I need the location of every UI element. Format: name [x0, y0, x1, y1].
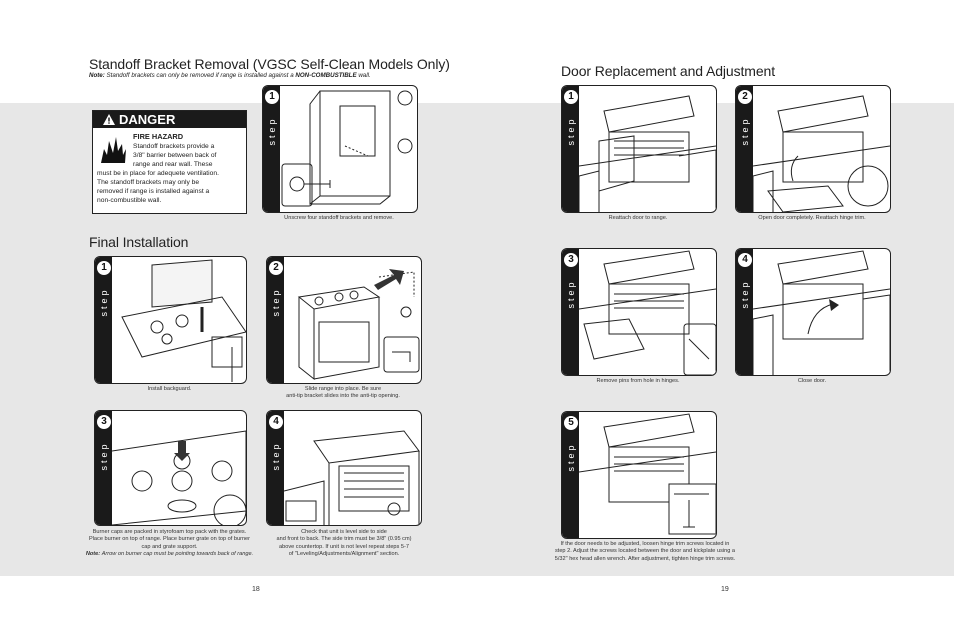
final-step-4-caption: Check that unit is level side to side an… [262, 529, 426, 559]
page-number-left: 18 [252, 586, 260, 593]
caption-line: anti-tip bracket slides into the anti-ti… [286, 393, 400, 400]
standoff-step-1-panel: 1 step [262, 85, 418, 213]
step-number: 2 [738, 90, 752, 104]
level-check-illustration [284, 430, 420, 525]
step-label: step [740, 279, 750, 309]
caption-line: above countertop. If unit is not level r… [279, 543, 409, 550]
caption-note-label: Note: [85, 551, 101, 558]
door-step-1-panel: 1 step [561, 85, 717, 213]
step-label: step [566, 279, 576, 309]
reattach-door-illustration [579, 95, 716, 212]
note-bold: NON-COMBUSTIBLE [295, 72, 357, 79]
danger-fire-hazard: FIRE HAZARD [133, 132, 184, 141]
note-label: Note: [89, 72, 105, 79]
step-label: step [566, 442, 576, 472]
step-label: step [271, 287, 281, 317]
note-text: Standoff brackets can only be removed if… [106, 72, 294, 79]
step-number: 1 [564, 90, 578, 104]
caption-line: If the door needs to be adjusted, loosen… [560, 541, 730, 547]
danger-line: 3/8" barrier between back of [133, 152, 217, 159]
step-number: 5 [564, 416, 578, 430]
step-label: step [267, 116, 277, 146]
step-label: step [271, 441, 281, 471]
step-label: step [740, 116, 750, 146]
step-number: 1 [265, 90, 279, 104]
caption-line: 5/32" hex head allen wrench. After adjus… [554, 555, 736, 562]
warning-triangle-icon [103, 114, 115, 125]
step-number: 1 [97, 261, 111, 275]
close-door-illustration [753, 250, 890, 375]
danger-box: DANGER FIRE HAZARD Standoff brackets pro… [92, 110, 247, 214]
caption-line: of "Leveling/Adjustments/Alignment" sect… [288, 551, 400, 558]
fire-hazard-icon [101, 137, 126, 163]
note-end: wall. [358, 72, 371, 79]
page-number-right: 19 [721, 586, 729, 593]
slide-range-illustration [297, 269, 420, 381]
step-number: 3 [97, 415, 111, 429]
danger-line: non-combustible wall. [97, 197, 162, 204]
backguard-illustration [121, 259, 246, 382]
step-number: 4 [269, 415, 283, 429]
final-step-1-caption: Install backguard. [147, 386, 192, 392]
final-step-2-panel: 2 step [266, 256, 422, 384]
final-step-3-panel: 3 step [94, 410, 247, 526]
step-number: 2 [269, 261, 283, 275]
danger-line: Standoff brackets provide a [133, 143, 215, 150]
danger-heading: DANGER [93, 111, 246, 128]
caption-line: Burner caps are packed in styrofoam top … [92, 529, 247, 535]
caption-line: Check that unit is level side to side [301, 529, 387, 535]
step-label: step [99, 287, 109, 317]
adjust-door-illustration [579, 413, 716, 535]
caption-line: and front to back. The side trim must be… [276, 536, 412, 543]
door-step-5-caption: If the door needs to be adjusted, loosen… [540, 541, 750, 563]
final-step-1-panel: 1 step [94, 256, 247, 384]
burner-cap-illustration [112, 430, 246, 525]
danger-line: The standoff brackets may only be [97, 179, 200, 186]
door-step-3-caption: Remove pins from hole in hinges. [596, 378, 680, 384]
final-step-3-caption: Burner caps are packed in styrofoam top … [72, 529, 267, 559]
caption-line: step 2. Adjust the screws located betwee… [554, 548, 736, 555]
door-step-5-panel: 5 step [561, 411, 717, 539]
caption-line: Place burner on top of range. Place burn… [88, 536, 251, 543]
caption-line: Slide range into place. Be sure [304, 386, 382, 392]
remove-pins-illustration [579, 250, 716, 375]
door-step-3-panel: 3 step [561, 248, 717, 376]
danger-text: Standoff brackets provide a 3/8" barrier… [97, 142, 245, 205]
standoff-illustration [281, 90, 413, 207]
final-installation-title: Final Installation [89, 234, 189, 250]
final-step-2-caption: Slide range into place. Be sure anti-tip… [266, 386, 420, 401]
step-label: step [99, 441, 109, 471]
final-step-4-panel: 4 step [266, 410, 422, 526]
standoff-title: Standoff Bracket Removal (VGSC Self-Clea… [89, 56, 450, 72]
door-title: Door Replacement and Adjustment [561, 63, 776, 79]
step-number: 3 [564, 253, 578, 267]
standoff-step-1-caption: Unscrew four standoff brackets and remov… [284, 215, 394, 221]
door-step-4-caption: Close door. [797, 378, 827, 384]
danger-label: DANGER [119, 112, 176, 127]
open-door-illustration [753, 95, 890, 212]
danger-line: must be in place for adequete ventilatio… [97, 170, 219, 177]
danger-line: range and rear wall. These [133, 161, 213, 168]
step-number: 4 [738, 253, 752, 267]
door-step-2-caption: Open door completely. Reattach hinge tri… [758, 215, 866, 221]
caption-line: Arrow on burner cap must be pointing tow… [101, 551, 254, 558]
standoff-note: Note: Standoff brackets can only be remo… [89, 72, 371, 79]
caption-line: cap and grate support. [141, 543, 198, 550]
step-label: step [566, 116, 576, 146]
danger-line: removed if range is installed against a [97, 188, 210, 195]
door-step-4-panel: 4 step [735, 248, 891, 376]
door-step-2-panel: 2 step [735, 85, 891, 213]
door-step-1-caption: Reattach door to range. [608, 215, 668, 221]
